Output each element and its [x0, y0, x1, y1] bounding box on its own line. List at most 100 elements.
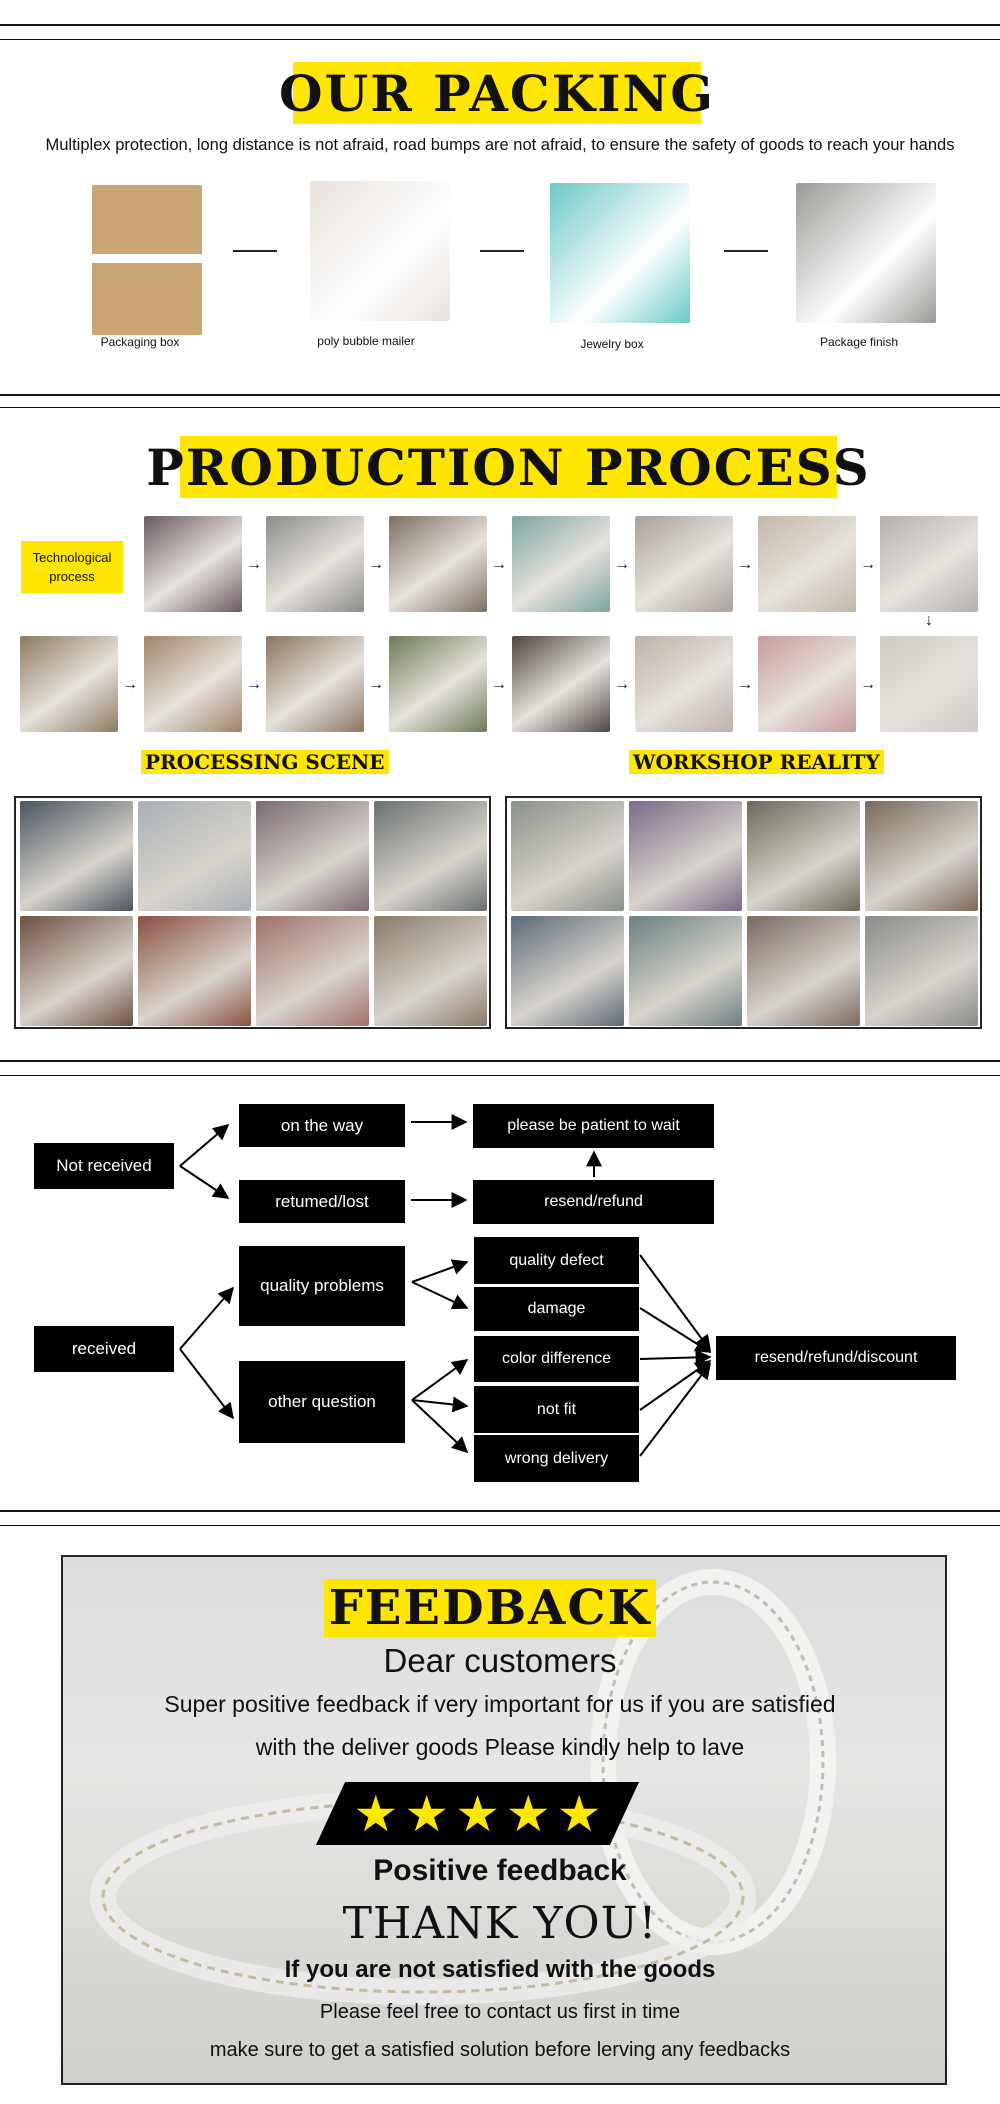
packing-caption: Package finish [819, 335, 899, 349]
scene-photo [20, 916, 133, 1026]
packing-photo [310, 181, 450, 321]
process-photo [635, 636, 733, 732]
scene-photo [256, 916, 369, 1026]
rating-banner: ★★★★★ [316, 1782, 639, 1845]
arrow-right-icon: → [368, 556, 384, 573]
arrow-right-icon: → [614, 676, 630, 693]
packing-caption: Jewelry box [580, 337, 644, 351]
process-photo [635, 516, 733, 612]
process-photo [880, 636, 978, 732]
star-icon: ★ [556, 1785, 602, 1842]
scene-photo [511, 801, 624, 911]
packing-photo [796, 183, 936, 323]
feedback-line-1: Super positive feedback if very importan… [164, 1691, 836, 1717]
resend-refund-discount-box: resend/refund/discount [716, 1336, 956, 1380]
arrow-right-icon: → [737, 556, 753, 573]
quality-defect-box: quality defect [474, 1237, 639, 1284]
processing-scene-frame [14, 796, 491, 1029]
process-photo [144, 516, 242, 612]
arrow-right-icon: → [491, 676, 507, 693]
process-photo [389, 636, 487, 732]
quality-problems-box: quality problems [239, 1246, 405, 1326]
star-icon: ★ [455, 1785, 500, 1842]
solution-line: make sure to get a satisfied solution be… [209, 2039, 791, 2061]
scene-photo [138, 801, 251, 911]
packing-divider [0, 394, 1000, 396]
scene-photo [20, 801, 133, 911]
packing-divider-thin [0, 407, 1000, 408]
feedback-title: FEEDBACK [324, 1579, 656, 1637]
packing-dash [480, 250, 524, 252]
arrow-right-icon: → [246, 556, 262, 573]
scene-photo [374, 916, 487, 1026]
workshop-reality-frame [505, 796, 982, 1029]
scene-photo [747, 801, 860, 911]
star-icon: ★ [505, 1785, 551, 1842]
arrow-down-icon: ↓ [925, 612, 933, 629]
process-photo [758, 636, 856, 732]
patient-box: please be patient to wait [473, 1104, 714, 1148]
process-photo [512, 516, 610, 612]
arrow-right-icon: → [122, 676, 138, 693]
workshop-reality-title: WORKSHOP REALITY [629, 750, 884, 774]
scene-photo [629, 801, 742, 911]
feedback-line-2: with the deliver goods Please kindly hel… [255, 1734, 745, 1760]
scene-photo [865, 801, 978, 911]
returned-lost-box: retumed/lost [239, 1180, 405, 1223]
scene-photo [138, 916, 251, 1026]
received-box: received [34, 1326, 174, 1372]
positive-feedback: Positive feedback [373, 1854, 627, 1887]
packing-photo [550, 183, 690, 323]
not-fit-box: not fit [474, 1386, 639, 1433]
packing-caption: poly bubble mailer [317, 334, 415, 348]
production-title: PRODUCTION PROCESS [146, 436, 871, 498]
processing-scene-title: PROCESSING SCENE [141, 750, 389, 774]
process-photo [266, 636, 364, 732]
arrow-right-icon: → [737, 676, 753, 693]
arrow-right-icon: → [860, 676, 876, 693]
scene-photo [747, 916, 860, 1026]
thank-you: THANK YOU! [342, 1898, 658, 1949]
process-photo [20, 636, 118, 732]
packing-photo [92, 185, 202, 335]
flow-divider-thin [0, 1525, 1000, 1526]
packing-description: Multiplex protection, long distance is n… [45, 136, 955, 154]
damage-box: damage [474, 1287, 639, 1331]
star-icon: ★ [353, 1785, 399, 1842]
flow-divider [0, 1510, 1000, 1512]
resend-refund-box: resend/refund [473, 1180, 714, 1224]
arrow-right-icon: → [491, 556, 507, 573]
arrow-right-icon: → [860, 556, 876, 573]
star-icon: ★ [404, 1785, 450, 1842]
not-received-box: Not received [34, 1143, 174, 1189]
scene-photo [865, 916, 978, 1026]
flow-arrows [179, 1114, 712, 1457]
contact-line: Please feel free to contact us first in … [319, 2001, 681, 2023]
packing-dash [724, 250, 768, 252]
process-photo [512, 636, 610, 732]
other-question-box: other question [239, 1361, 405, 1443]
on-the-way-box: on the way [239, 1104, 405, 1147]
production-divider-thin [0, 1075, 1000, 1076]
process-photo [389, 516, 487, 612]
technological-process-tag: Technological process [21, 541, 123, 593]
packing-title: OUR PACKING [279, 62, 715, 124]
packing-caption: Packaging box [100, 335, 180, 349]
arrow-right-icon: → [246, 676, 262, 693]
color-difference-box: color difference [474, 1336, 639, 1382]
dear-customers: Dear customers [383, 1642, 617, 1679]
top-divider-thin [0, 39, 1000, 40]
not-satisfied: If you are not satisfied with the goods [284, 1956, 716, 1983]
process-photo [144, 636, 242, 732]
packing-dash [233, 250, 277, 252]
scene-photo [374, 801, 487, 911]
arrow-right-icon: → [614, 556, 630, 573]
arrow-right-icon: → [368, 676, 384, 693]
scene-photo [256, 801, 369, 911]
wrong-delivery-box: wrong delivery [474, 1435, 639, 1482]
process-photo [266, 516, 364, 612]
process-photo [880, 516, 978, 612]
production-divider [0, 1060, 1000, 1062]
scene-photo [511, 916, 624, 1026]
process-photo [758, 516, 856, 612]
